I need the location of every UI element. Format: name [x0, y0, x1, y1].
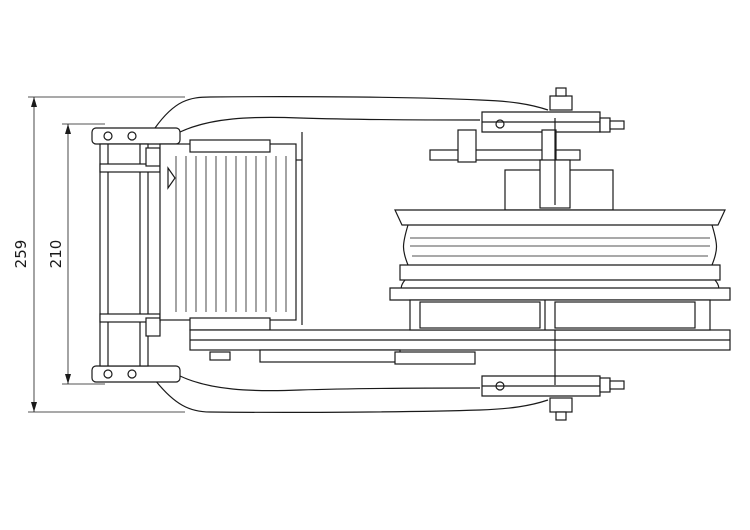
dimension-overall-height: 259 [12, 96, 185, 413]
dimension-frame-height: 210 [47, 123, 105, 385]
upper-arm [91, 87, 625, 163]
motor-drum [159, 132, 303, 331]
pulley-wheel [389, 118, 731, 385]
left-frame [99, 143, 161, 367]
lower-arm [91, 365, 625, 421]
base-plate [189, 329, 731, 365]
dimension-label-210: 210 [47, 240, 65, 269]
dimension-label-259: 259 [12, 240, 30, 269]
